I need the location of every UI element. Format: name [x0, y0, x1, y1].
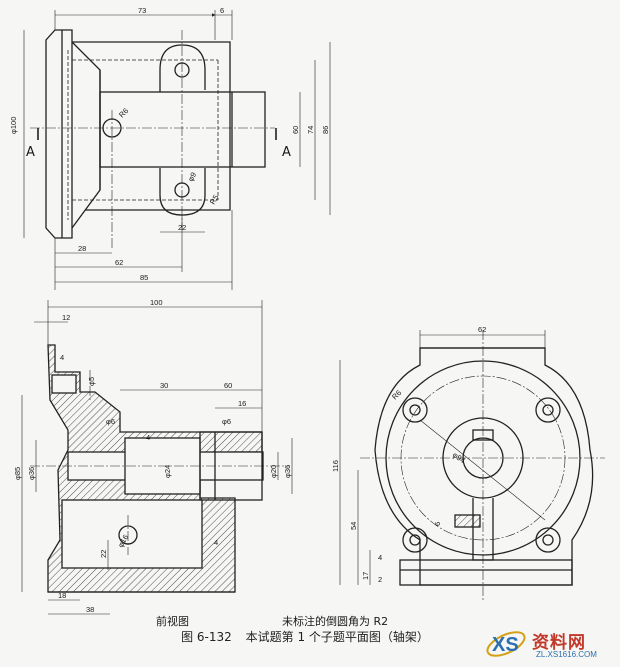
- front-view-label: 前视图: [156, 614, 189, 628]
- watermark-logo: XS 资料网 ZL.XS1616.COM: [480, 624, 618, 666]
- dim-73: 73: [138, 6, 146, 15]
- dim-62: 62: [478, 325, 486, 334]
- dim-phi6-b: φ6: [222, 417, 231, 426]
- front-view: [21, 300, 293, 615]
- front-view-dimensions: 100 12 4 φ5 30 60 16 φ6 φ6 4 φ85 φ36 φ24…: [13, 298, 292, 614]
- dim-100: 100: [150, 298, 163, 307]
- dim-4: 4: [378, 553, 382, 562]
- svg-text:XS: XS: [492, 634, 519, 656]
- figure-number: 图 6-132: [181, 630, 232, 644]
- dim-18: 18: [58, 591, 66, 600]
- watermark-brand: 资料网: [532, 633, 586, 653]
- dim-r5: R5: [208, 193, 221, 206]
- dim-phi9: φ9: [186, 171, 198, 183]
- dim-phi100: φ100: [9, 117, 18, 134]
- dim-86: 86: [321, 126, 330, 134]
- section-mark-left: A: [26, 145, 35, 160]
- dim-6: 6: [433, 522, 442, 526]
- dim-phi20: φ20: [269, 465, 278, 478]
- dim-phi36-left: φ36: [27, 467, 36, 480]
- dim-30: 30: [160, 381, 168, 390]
- dim-60: 60: [224, 381, 232, 390]
- dim-28: 28: [78, 244, 86, 253]
- dim-12: 12: [62, 313, 70, 322]
- xs-logo-icon: XS: [486, 631, 526, 657]
- dim-phi24: φ24: [163, 465, 172, 478]
- dim-74: 74: [306, 126, 315, 134]
- fillet-note: 未标注的倒圆角为 R2: [282, 614, 388, 628]
- dim-16: 16: [238, 399, 246, 408]
- dim-38: 38: [86, 605, 94, 614]
- dim-17: 17: [361, 572, 370, 580]
- dim-phi36-right: φ36: [283, 465, 292, 478]
- dim-4c: 4: [214, 538, 218, 547]
- side-view-dimensions: 62 R6 φ94 116 54 6 4 17 2: [331, 325, 486, 584]
- figure-caption: 图 6-132 本试题第 1 个子题平面图（轴架）: [0, 628, 620, 645]
- dim-85: 85: [140, 273, 148, 282]
- dim-22: 22: [178, 223, 186, 232]
- side-view: [339, 330, 605, 600]
- dim-116: 116: [331, 460, 340, 472]
- dim-phi85: φ85: [13, 467, 22, 480]
- dim-phi5: φ5: [87, 377, 96, 386]
- dim-54: 54: [349, 522, 358, 530]
- figure-title: 本试题第 1 个子题平面图（轴架）: [245, 630, 429, 644]
- watermark-url: ZL.XS1616.COM: [536, 650, 597, 659]
- dim-4b: 4: [146, 433, 150, 442]
- dim-r6: R6: [117, 106, 130, 119]
- dim-2: 2: [378, 575, 382, 584]
- dim-22: 22: [99, 550, 108, 558]
- dim-62: 62: [115, 258, 123, 267]
- dim-60: 60: [291, 126, 300, 134]
- section-mark-right: A: [282, 145, 291, 160]
- top-view: [23, 10, 331, 290]
- dim-6: 6: [220, 6, 224, 15]
- dim-phi6-a: φ6: [106, 417, 115, 426]
- dim-4: 4: [60, 353, 64, 362]
